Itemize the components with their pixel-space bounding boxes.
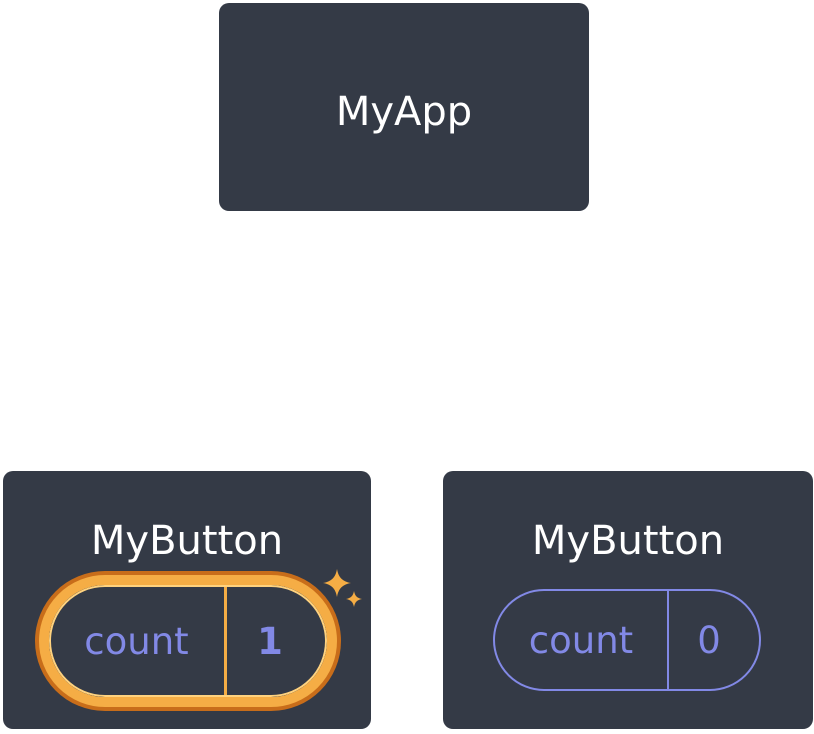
count-state-name-right: count: [495, 591, 669, 689]
my-button-title-right: MyButton: [531, 518, 725, 564]
count-state-value-right: 0: [697, 618, 721, 662]
my-button-node-right: MyButton count 0: [443, 471, 813, 729]
my-button-node-left: MyButton count 1: [3, 471, 371, 729]
my-app-title: MyApp: [335, 89, 473, 135]
count-state-highlighted: count 1: [39, 575, 337, 707]
count-state-normal: count 0: [493, 589, 761, 691]
my-button-title-left: MyButton: [90, 518, 284, 564]
my-app-node: MyApp: [219, 3, 589, 211]
count-state-name-left: count: [49, 585, 227, 697]
count-state-value-left: 1: [257, 619, 283, 663]
sparkle-icon: [323, 569, 362, 607]
